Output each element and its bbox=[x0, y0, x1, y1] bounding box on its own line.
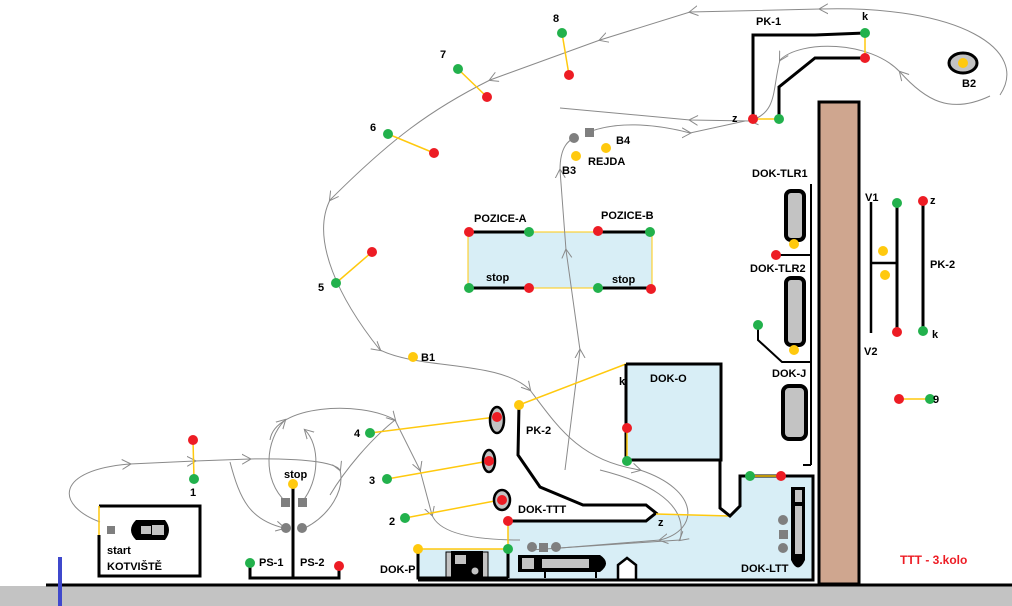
bays: B2 B1 B3 B4 REJDA bbox=[408, 51, 979, 364]
pozice-b-stop-label: stop bbox=[612, 274, 636, 286]
b3-label: B3 bbox=[562, 165, 576, 177]
b1-label: B1 bbox=[421, 352, 435, 364]
ground bbox=[0, 586, 1012, 606]
ps-station: stop PS-1 PS-2 bbox=[245, 469, 344, 580]
dok-tlr2-label: DOK-TLR2 bbox=[750, 263, 806, 275]
kotviste: start KOTVIŠTĚ bbox=[97, 504, 202, 578]
dok-p: DOK-P bbox=[380, 521, 513, 580]
pozice-a-stop-label: stop bbox=[486, 272, 510, 284]
z-label: z bbox=[658, 517, 664, 529]
pozice-b-label: POZICE-B bbox=[601, 210, 654, 222]
b2-label: B2 bbox=[962, 78, 976, 90]
pk1: PK-1 z k bbox=[732, 11, 870, 125]
start-label: start bbox=[107, 545, 131, 557]
kotviste-label: KOTVIŠTĚ bbox=[107, 560, 162, 573]
dok-ttt: PK-2 DOK-TTT z bbox=[503, 363, 731, 580]
pk2-left-label: PK-2 bbox=[526, 425, 551, 437]
pk1-k-label: k bbox=[862, 11, 869, 23]
pk2-z-label: z bbox=[930, 195, 936, 207]
pk2-right-label: PK-2 bbox=[930, 259, 955, 271]
dok-o-k-label: k bbox=[619, 376, 626, 388]
dok-tlr1-label: DOK-TLR1 bbox=[752, 168, 808, 180]
buoy-2-label: 2 bbox=[389, 516, 395, 528]
b4-label: B4 bbox=[616, 135, 631, 147]
pozice-a-label: POZICE-A bbox=[474, 213, 527, 225]
v2-label: V2 bbox=[864, 346, 877, 358]
boat-tlr2-icon bbox=[784, 276, 806, 347]
buoy-7-label: 7 bbox=[440, 49, 446, 61]
pk1-label: PK-1 bbox=[756, 16, 781, 28]
pier-docks: DOK-TLR1 DOK-TLR2 DOK-J bbox=[750, 168, 812, 466]
pk2-k-label: k bbox=[932, 329, 939, 341]
route-lines bbox=[68, 9, 1008, 551]
buoy-3-label: 3 bbox=[369, 475, 375, 487]
boat-tlr1-icon bbox=[784, 189, 806, 242]
round-title: TTT - 3.kolo bbox=[900, 553, 967, 567]
ps-stop-label: stop bbox=[284, 469, 308, 481]
buoy-6-label: 6 bbox=[370, 122, 376, 134]
rejda-label: REJDA bbox=[588, 156, 625, 168]
v1-label: V1 bbox=[865, 192, 878, 204]
dok-p-label: DOK-P bbox=[380, 564, 415, 576]
pozice: POZICE-A POZICE-B stop stop bbox=[464, 210, 656, 294]
ps1-label: PS-1 bbox=[259, 557, 283, 569]
pk2-right: V1 V2 z k PK-2 bbox=[864, 192, 955, 358]
dok-j-label: DOK-J bbox=[772, 368, 806, 380]
dok-ltt-label: DOK-LTT bbox=[741, 563, 789, 575]
pk1-z-label: z bbox=[732, 113, 738, 125]
buoy-9-label: 9 bbox=[933, 394, 939, 406]
buoy-4-label: 4 bbox=[354, 428, 361, 440]
dok-ltt: DOK-LTT bbox=[418, 460, 815, 582]
dok-ttt-label: DOK-TTT bbox=[518, 504, 567, 516]
buoy-1-label: 1 bbox=[190, 487, 196, 499]
house-icon bbox=[616, 556, 638, 580]
buoy-8-label: 8 bbox=[553, 13, 559, 25]
ps2-label: PS-2 bbox=[300, 557, 324, 569]
boat-j-icon bbox=[781, 384, 808, 441]
buoys: 1 2 3 4 5 6 7 8 9 bbox=[188, 13, 939, 528]
dok-o-label: DOK-O bbox=[650, 373, 687, 385]
start-marker bbox=[107, 526, 115, 534]
buoy-5-label: 5 bbox=[318, 282, 324, 294]
pier bbox=[817, 100, 861, 586]
